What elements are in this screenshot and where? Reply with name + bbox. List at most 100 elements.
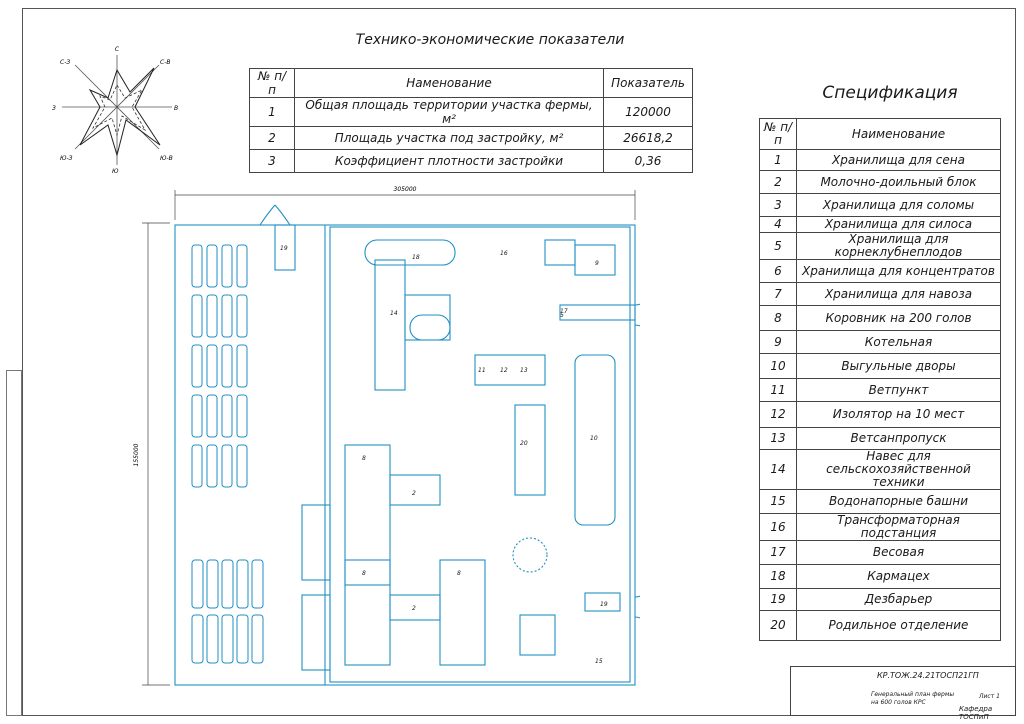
straw-storage-cell bbox=[206, 614, 219, 664]
spec-cell-name: Кармацех bbox=[796, 564, 1001, 589]
plan-label-15: 15 bbox=[595, 658, 603, 665]
dim-width: 305000 bbox=[394, 186, 417, 193]
hay-storage-cell bbox=[191, 244, 203, 288]
tep-title: Технико-экономические показатели bbox=[355, 32, 625, 48]
spec-cell-name: Котельная bbox=[796, 330, 1001, 354]
plan-label-20: 20 bbox=[520, 440, 528, 447]
tep-cell-value: 26618,2 bbox=[603, 126, 693, 150]
stamp-code: КР.ТОЖ.24.21ТОСП21ГП bbox=[877, 671, 979, 680]
tep-cell-value: 0,36 bbox=[603, 149, 693, 173]
spec-cell-n: 10 bbox=[759, 353, 797, 379]
plan-label-8a: 8 bbox=[362, 455, 366, 462]
spec-cell-n: 14 bbox=[759, 449, 797, 490]
tep-header-n: № п/п bbox=[249, 68, 295, 98]
hay-storage-cell bbox=[206, 394, 218, 438]
hay-storage-cell bbox=[221, 294, 233, 338]
compass-sw: Ю-З bbox=[60, 155, 73, 162]
drawing-frame bbox=[22, 8, 1016, 716]
spec-cell-name: Водонапорные башни bbox=[796, 489, 1001, 514]
spec-cell-n: 19 bbox=[759, 588, 797, 611]
spec-cell-name: Молочно-доильный блок bbox=[796, 170, 1001, 194]
tep-cell-name: Коэффициент плотности застройки bbox=[294, 149, 604, 173]
spec-cell-n: 12 bbox=[759, 401, 797, 428]
straw-storage-cell bbox=[191, 614, 204, 664]
straw-storage-cell bbox=[191, 559, 204, 609]
stamp-org: Кафедра ТОСПиП bbox=[959, 705, 993, 721]
hay-storage-cell bbox=[221, 394, 233, 438]
hay-storage-cell bbox=[206, 244, 218, 288]
spec-cell-name: Ветпункт bbox=[796, 378, 1001, 402]
spec-cell-n: 3 bbox=[759, 193, 797, 217]
tep-cell-n: 1 bbox=[249, 97, 295, 127]
plan-label-19: 19 bbox=[600, 601, 608, 608]
table-row: 3 Коэффициент плотности застройки 0,36 bbox=[249, 149, 693, 173]
tep-cell-n: 3 bbox=[249, 149, 295, 173]
spec-cell-n: 2 bbox=[759, 170, 797, 194]
spec-cell-name: Изолятор на 10 мест bbox=[796, 401, 1001, 428]
spec-cell-name: Хранилища для навоза bbox=[796, 282, 1001, 306]
hay-storage-cell bbox=[221, 344, 233, 388]
title-block: КР.ТОЖ.24.21ТОСП21ГП Генеральный план фе… bbox=[790, 666, 1016, 721]
spec-cell-name: Хранилища для корнеклубнеплодов bbox=[796, 232, 1001, 260]
plan-label-17: 17 bbox=[560, 308, 568, 315]
spec-cell-name: Хранилища для силоса bbox=[796, 216, 1001, 233]
compass-n: С bbox=[115, 46, 120, 53]
side-stamp bbox=[6, 370, 22, 716]
stamp-sheet: Лист 1 bbox=[979, 693, 1000, 700]
hay-storage-cell bbox=[221, 444, 233, 488]
table-row: 1 Общая площадь территории участка фермы… bbox=[249, 97, 693, 127]
tep-cell-name: Площадь участка под застройку, м² bbox=[294, 126, 604, 150]
spec-cell-name: Весовая bbox=[796, 540, 1001, 565]
spec-cell-n: 18 bbox=[759, 564, 797, 589]
tep-cell-n: 2 bbox=[249, 126, 295, 150]
plan-label-11: 11 bbox=[478, 367, 486, 374]
spec-cell-name: Хранилища для концентратов bbox=[796, 259, 1001, 283]
spec-header-n: № п/п bbox=[759, 118, 797, 150]
spec-cell-n: 16 bbox=[759, 513, 797, 541]
spec-cell-name: Ветсанпропуск bbox=[796, 427, 1001, 450]
hay-storage-cell bbox=[236, 444, 248, 488]
straw-storage-cell bbox=[221, 614, 234, 664]
plan-label-19b: 19 bbox=[280, 245, 288, 252]
plan-label-2b: 2 bbox=[412, 605, 416, 612]
straw-storage-cell bbox=[251, 559, 264, 609]
plan-label-16: 16 bbox=[500, 250, 508, 257]
straw-storage-cell bbox=[236, 559, 249, 609]
spec-cell-n: 7 bbox=[759, 282, 797, 306]
spec-cell-name: Навес для сельскохозяйственной техники bbox=[796, 449, 1001, 490]
tep-cell-value: 120000 bbox=[603, 97, 693, 127]
tep-cell-name: Общая площадь территории участка фермы, … bbox=[294, 97, 604, 127]
hay-storage-cell bbox=[206, 294, 218, 338]
hay-storage-cell bbox=[221, 244, 233, 288]
spec-cell-n: 1 bbox=[759, 149, 797, 171]
compass-ne: С-В bbox=[160, 59, 170, 66]
tep-header-value: Показатель bbox=[603, 68, 693, 98]
plan-label-14: 14 bbox=[390, 310, 398, 317]
plan-label-13: 13 bbox=[520, 367, 528, 374]
hay-storage-cell bbox=[236, 344, 248, 388]
tep-header-name: Наменование bbox=[294, 68, 604, 98]
spec-title: Спецификация bbox=[822, 83, 958, 103]
table-row: 2 Площадь участка под застройку, м² 2661… bbox=[249, 126, 693, 150]
spec-cell-n: 20 bbox=[759, 610, 797, 641]
hay-storage-cell bbox=[206, 444, 218, 488]
spec-cell-name: Хранилища для соломы bbox=[796, 193, 1001, 217]
wind-rose: С С-В В Ю-В Ю Ю-З З С-З bbox=[52, 46, 178, 175]
straw-storage-cell bbox=[221, 559, 234, 609]
spec-cell-n: 17 bbox=[759, 540, 797, 565]
